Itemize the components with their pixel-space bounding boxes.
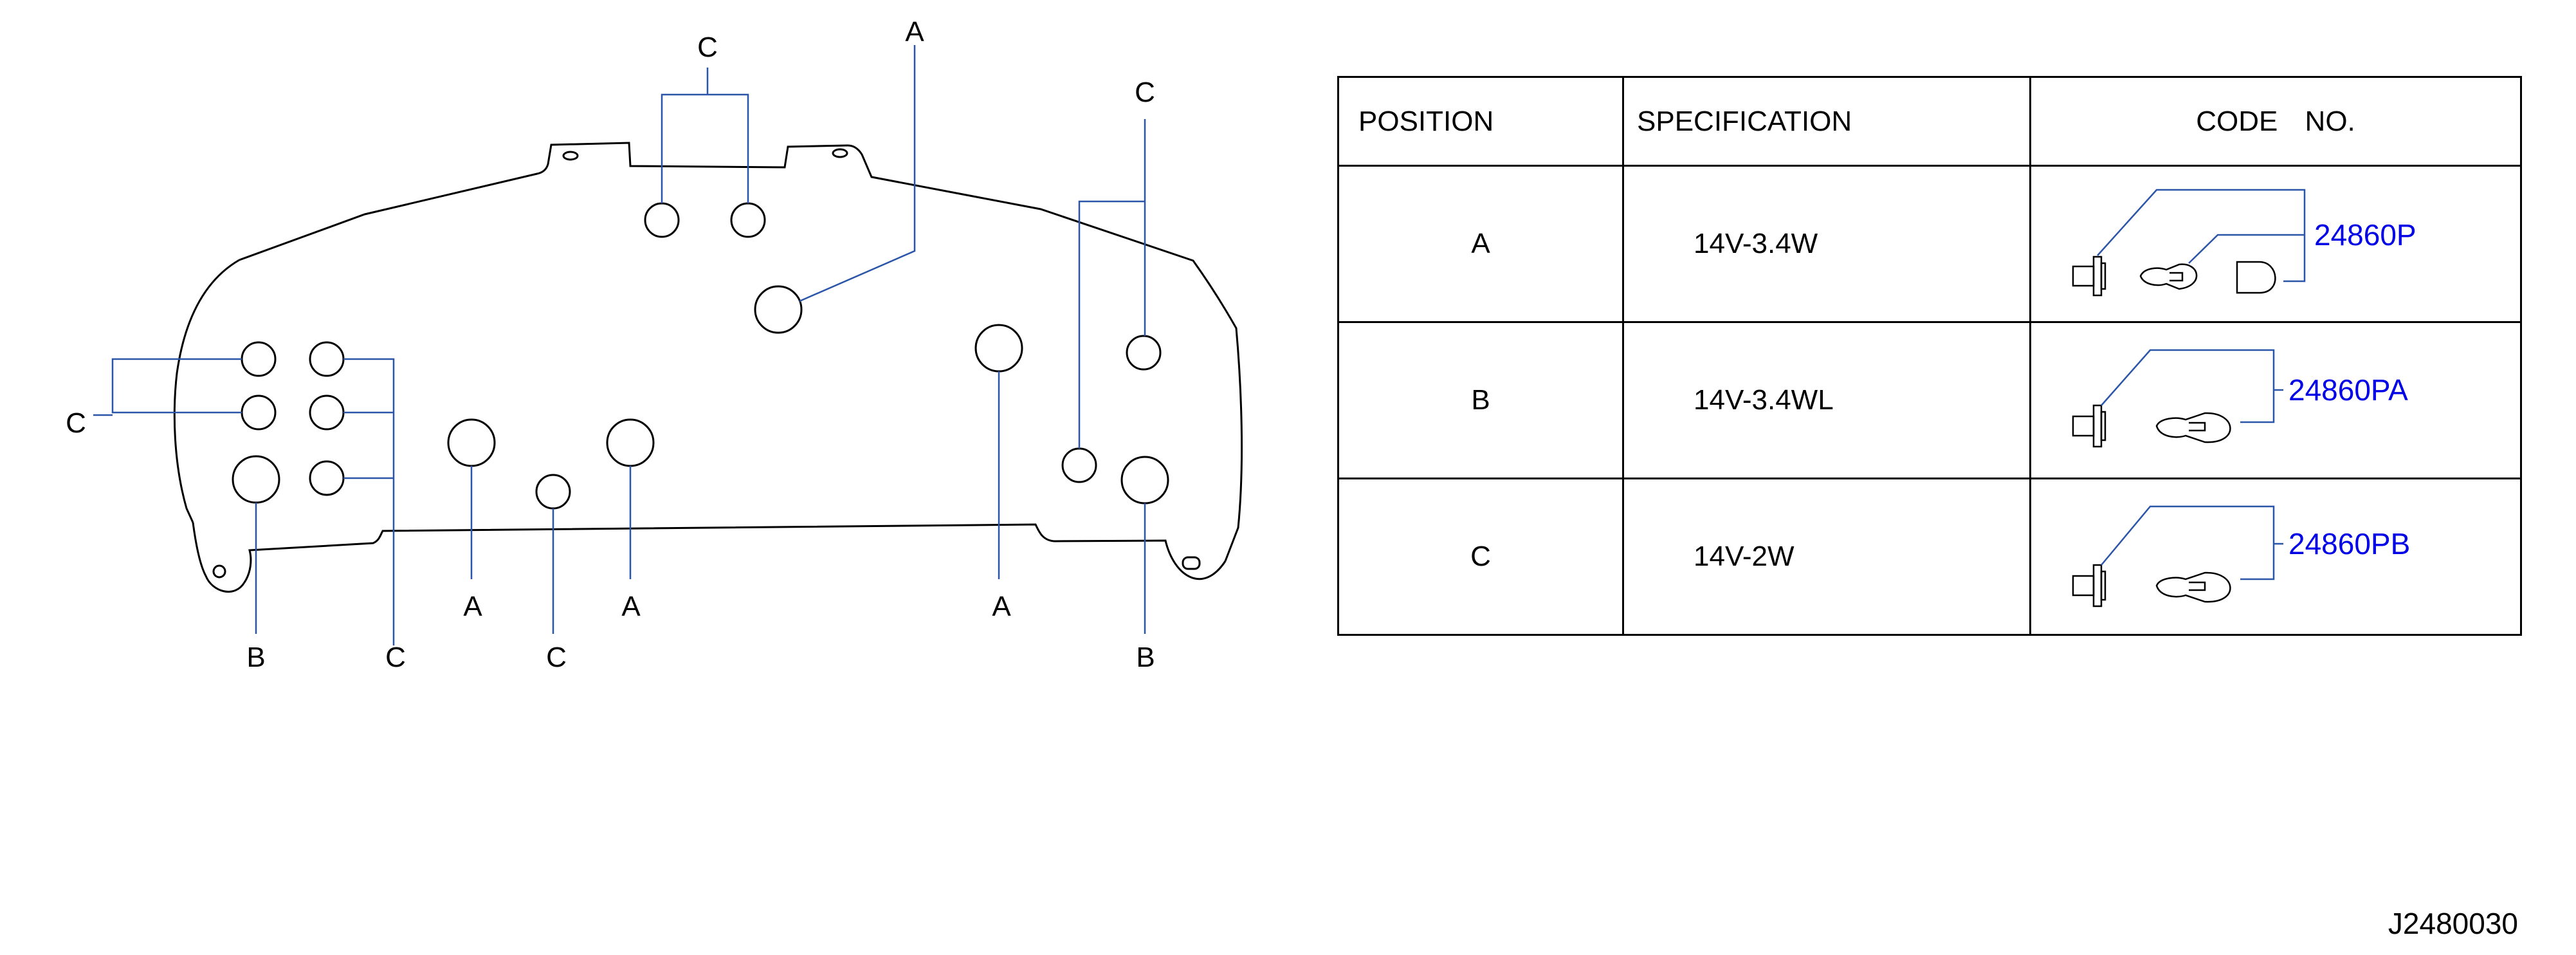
- header-specification: SPECIFICATION: [1622, 76, 2031, 167]
- row-code-cell: 24860PA: [2029, 321, 2522, 479]
- callout-bottom-a-2: A: [621, 591, 641, 622]
- cluster-housing-outline: [173, 142, 1243, 593]
- row-code-cell: 24860P: [2029, 165, 2522, 323]
- bulb-assembly-a-illustration: 24860P: [2072, 189, 2416, 297]
- row-position: A: [1337, 165, 1624, 323]
- callout-bottom-c-2: C: [546, 642, 567, 673]
- row-specification: 14V-2W: [1622, 478, 2031, 636]
- socket-c-top-2: [730, 202, 766, 238]
- callout-labels: C A C C B C A C A A B: [66, 16, 1155, 673]
- socket-c-lower-center: [535, 474, 571, 510]
- socket-c-left-2: [241, 394, 277, 431]
- leader-lines: [93, 45, 1146, 645]
- row-position: B: [1337, 321, 1624, 479]
- header-code-no: CODE NO.: [2029, 76, 2522, 167]
- socket-b-right: [1120, 456, 1169, 505]
- code-number: 24860P: [2314, 218, 2416, 252]
- figure-reference-number: J2480030: [2388, 907, 2518, 940]
- socket-a-center: [606, 418, 655, 467]
- callout-top-a: A: [905, 16, 924, 48]
- table-row: A 14V-3.4W 24860P: [1337, 165, 2522, 323]
- callout-bottom-b-left: B: [246, 642, 265, 673]
- socket-a-right-upper: [974, 324, 1023, 373]
- socket-b-left: [232, 455, 280, 504]
- bulb-assembly-b-illustration: 24860PA: [2072, 349, 2408, 448]
- table-row: B 14V-3.4WL 24860PA: [1337, 321, 2522, 479]
- code-number: 24860PA: [2288, 373, 2408, 407]
- code-number: 24860PB: [2288, 527, 2410, 561]
- header-position: POSITION: [1337, 76, 1624, 167]
- socket-c-left-3: [309, 341, 345, 377]
- socket-c-top-1: [644, 202, 680, 238]
- callout-top-c: C: [697, 32, 718, 63]
- row-code-cell: 24860PB: [2029, 478, 2522, 636]
- callout-right-c: C: [1135, 77, 1155, 108]
- socket-c-left-5: [309, 460, 345, 496]
- callout-bottom-b-right: B: [1136, 642, 1155, 673]
- row-specification: 14V-3.4WL: [1622, 321, 2031, 479]
- callout-bottom-a-3: A: [992, 591, 1011, 622]
- socket-c-left-1: [241, 341, 277, 377]
- table-row: C 14V-2W 24860PB: [1337, 478, 2522, 636]
- socket-a-left: [447, 418, 496, 467]
- socket-a-upper-center: [754, 285, 803, 334]
- socket-c-right-upper: [1126, 335, 1162, 371]
- bulb-specification-table: POSITION SPECIFICATION CODE NO. A 14V-3.…: [1337, 76, 2522, 636]
- row-specification: 14V-3.4W: [1622, 165, 2031, 323]
- socket-c-left-4: [309, 394, 345, 431]
- bulb-assembly-c-illustration: 24860PB: [2072, 505, 2410, 607]
- row-position: C: [1337, 478, 1624, 636]
- table-header-row: POSITION SPECIFICATION CODE NO.: [1337, 76, 2522, 167]
- bulb-sockets: [232, 202, 1169, 510]
- callout-bottom-c-1: C: [385, 642, 406, 673]
- instrument-cluster-diagram: C A C C B C A C A A B: [66, 16, 1243, 673]
- socket-c-right-lower: [1061, 447, 1097, 483]
- callout-left-c: C: [66, 407, 86, 439]
- callout-bottom-a-1: A: [463, 591, 482, 622]
